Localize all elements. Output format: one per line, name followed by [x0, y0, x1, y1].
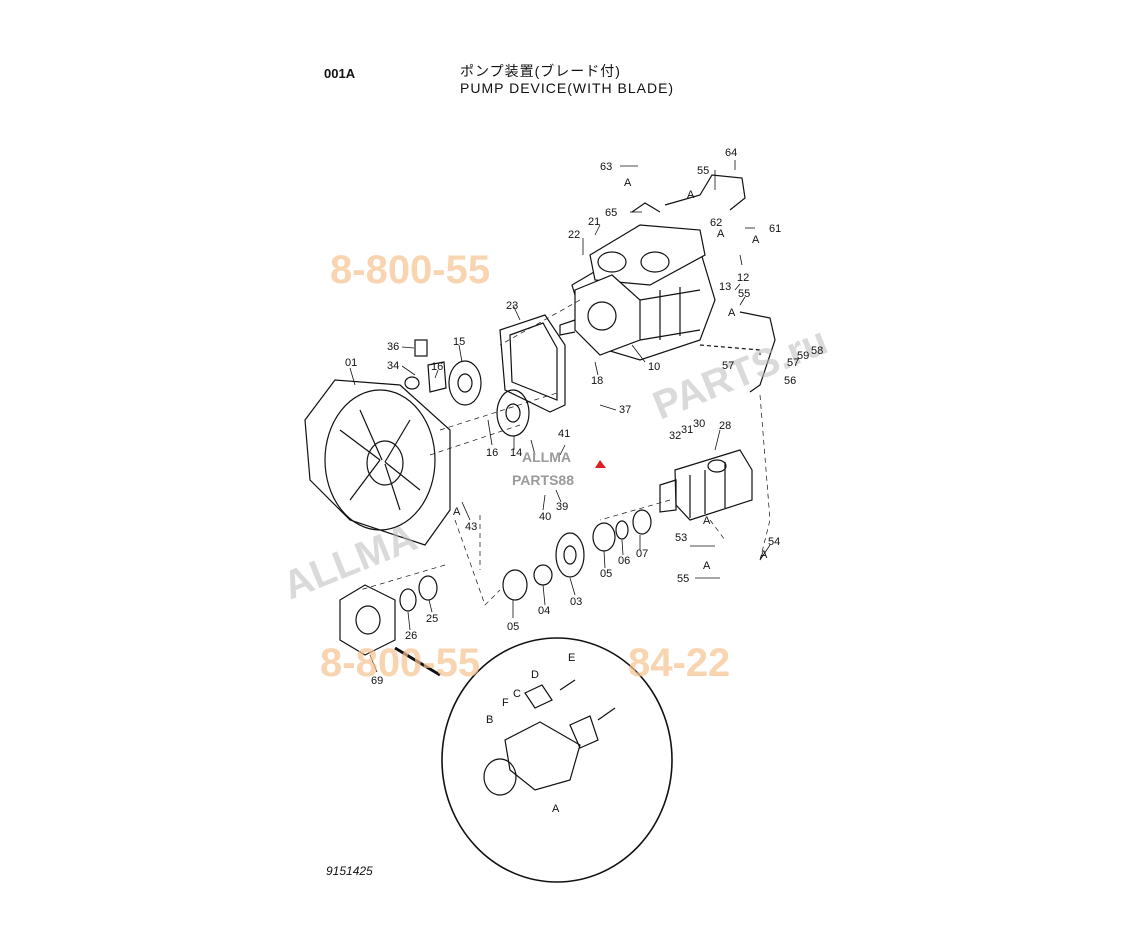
callout-22: 22	[568, 229, 580, 241]
flywheel-housing	[304, 379, 451, 546]
callout-10: 10	[648, 361, 660, 373]
watermark-logo-top: ALLMA	[522, 449, 571, 465]
callout-54: 54	[768, 536, 780, 548]
callout-41: 41	[558, 428, 570, 440]
hub-detail	[483, 758, 517, 796]
callout-62: 62	[710, 217, 722, 229]
callout-37: 37	[619, 404, 631, 416]
gasket	[499, 314, 566, 413]
callout-a-detail: A	[552, 803, 560, 815]
callout-13: 13	[719, 281, 731, 293]
callout-57b: 57	[722, 360, 734, 372]
callout-a6: A	[453, 506, 461, 518]
callout-a8: A	[760, 549, 768, 561]
callout-a1: A	[624, 177, 632, 189]
callout-43: 43	[465, 521, 477, 533]
callout-d: D	[531, 669, 539, 681]
callout-36: 36	[387, 341, 399, 353]
callout-56: 56	[784, 375, 796, 387]
callout-58: 58	[811, 345, 823, 357]
pipe-56	[739, 311, 776, 393]
callout-a5: A	[728, 307, 736, 319]
coupling-69	[339, 584, 396, 656]
seal-25	[418, 575, 438, 601]
callout-16a: 16	[431, 361, 443, 373]
callout-01: 01	[345, 357, 357, 369]
callout-12: 12	[737, 272, 749, 284]
callout-21: 21	[588, 216, 600, 228]
fitting-34	[404, 376, 420, 390]
washer-06	[615, 520, 629, 540]
callout-a3: A	[717, 228, 725, 240]
callout-28: 28	[719, 420, 731, 432]
callout-32: 32	[669, 430, 681, 442]
block-detail	[569, 715, 599, 749]
callout-06: 06	[618, 555, 630, 567]
drawing-number: 9151425	[326, 864, 373, 878]
detail-circle	[441, 637, 673, 883]
callout-25: 25	[426, 613, 438, 625]
gear-14	[496, 389, 530, 437]
callout-69: 69	[371, 675, 383, 687]
plug-36	[414, 339, 428, 357]
callout-55c: 55	[677, 573, 689, 585]
callout-40: 40	[539, 511, 551, 523]
callout-30: 30	[693, 418, 705, 430]
coupling-04	[533, 564, 553, 586]
callout-64: 64	[725, 147, 737, 159]
snap-ring-26	[399, 588, 417, 612]
callout-04: 04	[538, 605, 550, 617]
title-english: PUMP DEVICE(WITH BLADE)	[460, 80, 675, 96]
snap-ring-07	[632, 509, 652, 535]
callout-05a: 05	[600, 568, 612, 580]
callout-39: 39	[556, 501, 568, 513]
callout-05b: 05	[507, 621, 519, 633]
watermark-phone-top: 8-800-55	[330, 248, 490, 292]
callout-a4: A	[752, 234, 760, 246]
callout-26: 26	[405, 630, 417, 642]
callout-63: 63	[600, 161, 612, 173]
logo-mark-icon	[595, 460, 606, 468]
callout-16b: 16	[486, 447, 498, 459]
block-d	[524, 684, 553, 709]
bearing-05a	[502, 569, 528, 601]
callout-61: 61	[769, 223, 781, 235]
callout-f: F	[502, 697, 509, 709]
callout-55a: 55	[697, 165, 709, 177]
callout-65: 65	[605, 207, 617, 219]
watermark-phone-bottom-end: 84-22	[628, 641, 730, 685]
callout-b: B	[486, 714, 493, 726]
gear-15	[448, 360, 482, 406]
callout-a9: A	[703, 560, 711, 572]
callout-15: 15	[453, 336, 465, 348]
rubber-element	[504, 721, 581, 791]
main-pump-body	[559, 224, 716, 361]
watermark-phone-bottom: 8-800-55	[320, 641, 480, 685]
callout-53: 53	[675, 532, 687, 544]
watermark-logo-bottom: PARTS88	[512, 472, 574, 488]
gear-03	[555, 532, 585, 578]
callout-14: 14	[510, 447, 522, 459]
gear-pump-28	[659, 449, 753, 521]
bearing-05b	[592, 522, 616, 552]
callout-23: 23	[506, 300, 518, 312]
callout-18: 18	[591, 375, 603, 387]
callout-07: 07	[636, 548, 648, 560]
callout-57a: 57	[787, 357, 799, 369]
callout-c: C	[513, 688, 521, 700]
callout-a2: A	[687, 189, 695, 201]
callout-e: E	[568, 652, 575, 664]
callout-55b: 55	[738, 288, 750, 300]
pipe-64	[631, 174, 746, 213]
title-japanese: ポンプ装置(ブレード付)	[460, 63, 621, 79]
callout-31: 31	[681, 424, 693, 436]
elbow-16	[427, 361, 447, 393]
callout-34: 34	[387, 360, 399, 372]
callout-03: 03	[570, 596, 582, 608]
section-code: 001A	[324, 66, 356, 81]
callout-59: 59	[797, 350, 809, 362]
callout-a7: A	[703, 515, 711, 527]
